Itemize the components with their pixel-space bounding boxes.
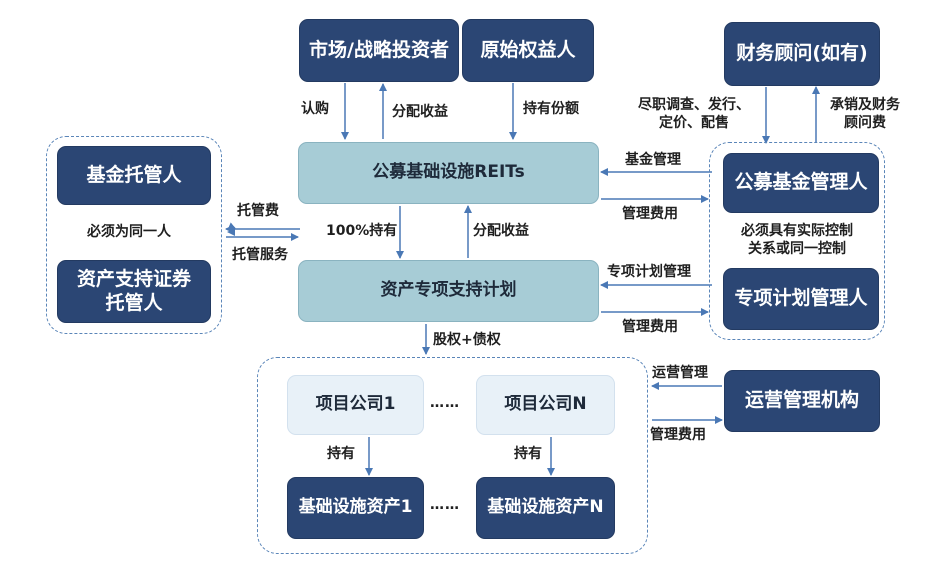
same-entity-left-label: 必须为同一人 xyxy=(87,224,171,240)
distribute-top-label: 分配收益 xyxy=(392,104,448,120)
fund-manager-node: 公募基金管理人 xyxy=(723,153,879,213)
market-investors-node: 市场/战略投资者 xyxy=(299,19,459,82)
infra-asset-n-node: 基础设施资产N xyxy=(476,477,615,539)
custodian-group xyxy=(46,136,222,334)
hold-shares-label: 持有份额 xyxy=(523,101,579,117)
abs-plan-node: 资产专项支持计划 xyxy=(298,260,599,322)
plan-manager-node: 专项计划管理人 xyxy=(723,268,879,330)
abs-custodian-node: 资产支持证券 托管人 xyxy=(57,260,211,323)
due-diligence-label: 尽职调查、发行、 定价、配售 xyxy=(638,97,750,132)
original-owner-node: 原始权益人 xyxy=(462,19,594,82)
distribute-mid-label: 分配收益 xyxy=(473,223,529,239)
control-note-label: 必须具有实际控制 关系或同一控制 xyxy=(741,223,853,258)
project-group xyxy=(257,357,648,554)
financial-advisor-node: 财务顾问(如有) xyxy=(724,22,880,86)
custody-fee-label: 托管费 xyxy=(237,203,279,219)
subscribe-label: 认购 xyxy=(301,101,329,117)
fund-management-label: 基金管理 xyxy=(625,152,681,168)
mgmt-fee-3-label: 管理费用 xyxy=(650,427,706,443)
custody-fee-arrow xyxy=(227,222,236,231)
ellipsis-projects: …… xyxy=(430,395,460,411)
hold-100-label: 100%持有 xyxy=(326,223,398,239)
manager-group xyxy=(709,142,885,340)
ellipsis-assets: …… xyxy=(430,497,460,513)
underwriting-fee-label: 承销及财务 顾问费 xyxy=(830,97,900,132)
custody-service-label: 托管服务 xyxy=(232,247,288,263)
project-company-1-node: 项目公司1 xyxy=(287,375,424,435)
equity-debt-label: 股权+债权 xyxy=(433,332,501,348)
mgmt-fee-1-label: 管理费用 xyxy=(622,206,678,222)
project-company-n-node: 项目公司N xyxy=(476,375,615,435)
ops-org-node: 运营管理机构 xyxy=(724,370,880,432)
reits-node: 公募基础设施REITs xyxy=(298,142,599,204)
mgmt-fee-2-label: 管理费用 xyxy=(622,319,678,335)
hold-n-label: 持有 xyxy=(514,446,542,462)
infra-asset-1-node: 基础设施资产1 xyxy=(287,477,424,539)
hold-1-label: 持有 xyxy=(327,446,355,462)
fund-custodian-node: 基金托管人 xyxy=(57,146,211,205)
ops-management-label: 运营管理 xyxy=(652,365,708,381)
plan-management-label: 专项计划管理 xyxy=(607,264,691,280)
